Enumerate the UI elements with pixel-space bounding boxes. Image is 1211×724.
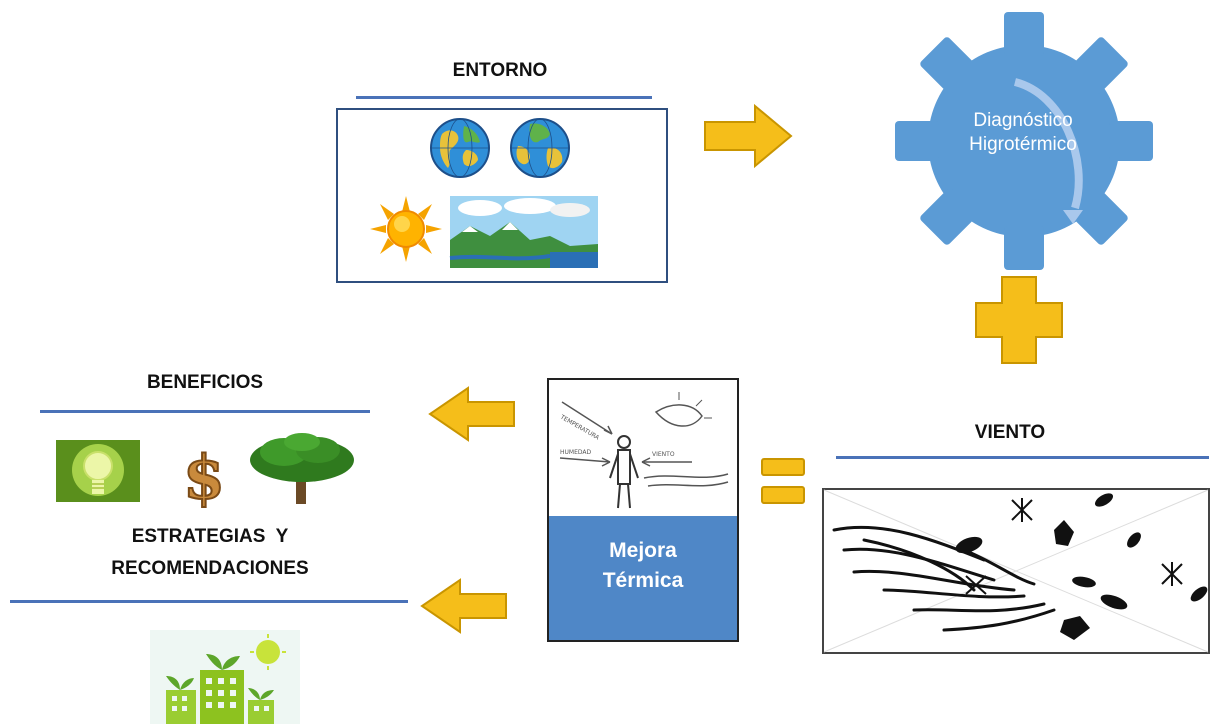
- viento-rule: [836, 456, 1209, 459]
- equals-icon: [761, 458, 805, 504]
- gear-label-line1: Diagnóstico: [973, 110, 1073, 131]
- entorno-title: ENTORNO: [452, 60, 548, 81]
- beneficios-rule: [40, 410, 370, 413]
- water-cycle-icon: [449, 196, 598, 268]
- svg-text:$: $: [183, 443, 225, 513]
- wind-leaves-icon: [823, 489, 1209, 653]
- person-thermal-icon: TEMPERATURA HUMEDAD VIENTO: [558, 392, 729, 509]
- plus-icon: [975, 276, 1063, 364]
- estrategias-line2: RECOMENDACIONES: [111, 558, 309, 579]
- mejora-label-line2: Térmica: [602, 569, 684, 592]
- svg-text:VIENTO: VIENTO: [652, 451, 675, 458]
- arrow-left-icon: [420, 578, 507, 634]
- estrategias-rule: [10, 600, 408, 603]
- svg-text:HUMEDAD: HUMEDAD: [560, 449, 591, 456]
- arrow-right-icon: [704, 103, 793, 169]
- estrategias-line1: ESTRATEGIAS Y: [131, 526, 289, 547]
- svg-text:TEMPERATURA: TEMPERATURA: [558, 413, 601, 442]
- arrow-left-icon: [428, 386, 515, 442]
- viento-title: VIENTO: [974, 422, 1046, 443]
- gear-icon: [895, 12, 1153, 270]
- gear-label: Diagnóstico Higrotérmico: [943, 109, 1103, 157]
- gear-label-line2: Higrotérmico: [969, 134, 1077, 155]
- dollar-icon: $: [182, 442, 226, 514]
- green-city-icon: [150, 630, 300, 724]
- beneficios-title: BENEFICIOS: [146, 372, 264, 393]
- mejora-label-line1: Mejora: [609, 539, 677, 562]
- sun-icon: [370, 196, 442, 262]
- tree-icon: [250, 433, 354, 504]
- entorno-rule: [356, 96, 652, 99]
- estrategias-title: ESTRATEGIAS Y RECOMENDACIONES: [80, 521, 340, 585]
- mejora-label: Mejora Térmica: [549, 536, 737, 596]
- globe-icon: [510, 118, 570, 178]
- mejora-panel: [549, 516, 737, 640]
- lightbulb-icon: [56, 440, 140, 502]
- globe-icon: [430, 118, 490, 178]
